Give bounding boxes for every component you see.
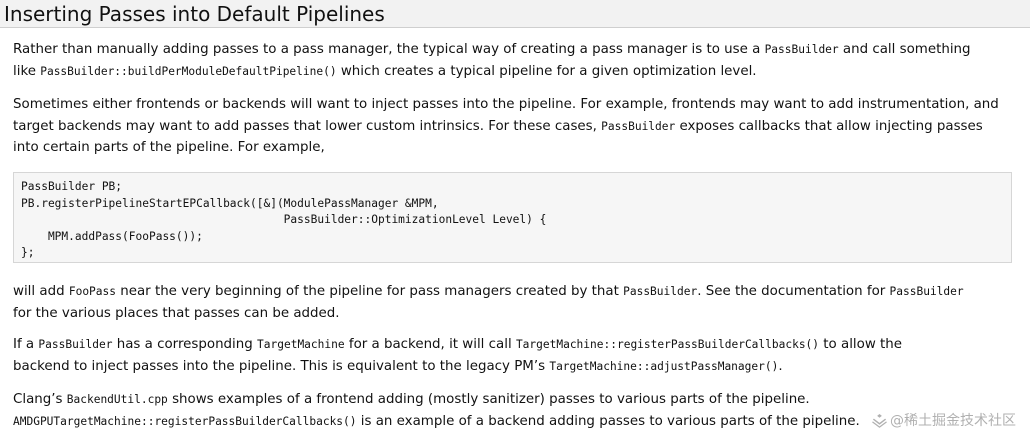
paragraph-intro: Rather than manually adding passes to a … xyxy=(13,39,1018,82)
inline-code: FooPass xyxy=(68,285,116,298)
inline-code: BackendUtil.cpp xyxy=(66,393,168,406)
text-span: like xyxy=(13,63,41,79)
inline-code: PassBuilder xyxy=(601,119,676,133)
text-span: which creates a typical pipeline for a g… xyxy=(336,63,757,79)
text-line: for the various places that passes can b… xyxy=(13,305,340,321)
inline-code: PassBuilder xyxy=(623,285,698,298)
inline-code: TargetMachine::registerPassBuilderCallba… xyxy=(515,338,820,351)
inline-code: PassBuilder xyxy=(764,43,839,56)
watermark: @稀土掘金技术社区 xyxy=(872,410,1016,430)
code-line: PassBuilder PB; xyxy=(21,180,123,193)
inline-code: PassBuilder xyxy=(38,338,113,351)
inline-code: PassBuilder xyxy=(889,285,964,298)
text-span: . xyxy=(778,358,783,374)
paragraph-clang: Clang’s BackendUtil.cpp shows examples o… xyxy=(13,389,1018,432)
text-span: and call something xyxy=(838,42,971,57)
text-span: target backends may want to add passes t… xyxy=(13,118,602,134)
code-line: }; xyxy=(21,246,35,260)
inline-code: AMDGPUTargetMachine::registerPassBuilder… xyxy=(13,414,357,428)
text-span: If a xyxy=(13,337,39,352)
text-span: near the very beginning of the pipeline … xyxy=(116,284,624,299)
section-header: Inserting Passes into Default Pipelines xyxy=(0,0,1030,28)
code-line: MPM.addPass(FooPass()); xyxy=(21,229,203,243)
watermark-text: @稀土掘金技术社区 xyxy=(890,413,1016,429)
text-span: . See the documentation for xyxy=(697,284,890,299)
text-span: is an example of a backend adding passes… xyxy=(356,413,860,429)
paragraph-callbacks: Sometimes either frontends or backends w… xyxy=(13,94,1018,159)
text-line: Sometimes either frontends or backends w… xyxy=(13,97,999,112)
code-block: PassBuilder PB; PB.registerPipelineStartE… xyxy=(13,172,1012,263)
inline-code: TargetMachine xyxy=(257,338,345,351)
text-span: exposes callbacks that allow injecting p… xyxy=(675,118,983,134)
text-span: to allow the xyxy=(819,337,903,352)
section-title: Inserting Passes into Default Pipelines xyxy=(4,2,385,26)
code-line: PassBuilder::OptimizationLevel Level) { xyxy=(21,213,547,227)
text-span: for a backend, it will call xyxy=(344,337,516,352)
text-span: has a corresponding xyxy=(112,337,258,352)
juejin-logo-icon xyxy=(872,413,887,428)
text-span: shows examples of a frontend adding (mos… xyxy=(167,392,810,407)
paragraph-foopass: will add FooPass near the very beginning… xyxy=(13,281,1018,324)
text-span: will add xyxy=(13,284,69,299)
text-span: Rather than manually adding passes to a … xyxy=(13,42,765,57)
inline-code: PassBuilder::buildPerModuleDefaultPipeli… xyxy=(40,64,337,78)
text-span: Clang’s xyxy=(13,392,67,407)
inline-code: TargetMachine::adjustPassManager() xyxy=(549,359,779,373)
text-line: into certain parts of the pipeline. For … xyxy=(13,140,325,155)
code-line: PB.registerPipelineStartEPCallback([&](M… xyxy=(21,196,439,210)
paragraph-targetmachine: If a PassBuilder has a corresponding Tar… xyxy=(13,334,1018,377)
text-span: backend to inject passes into the pipeli… xyxy=(13,358,550,374)
